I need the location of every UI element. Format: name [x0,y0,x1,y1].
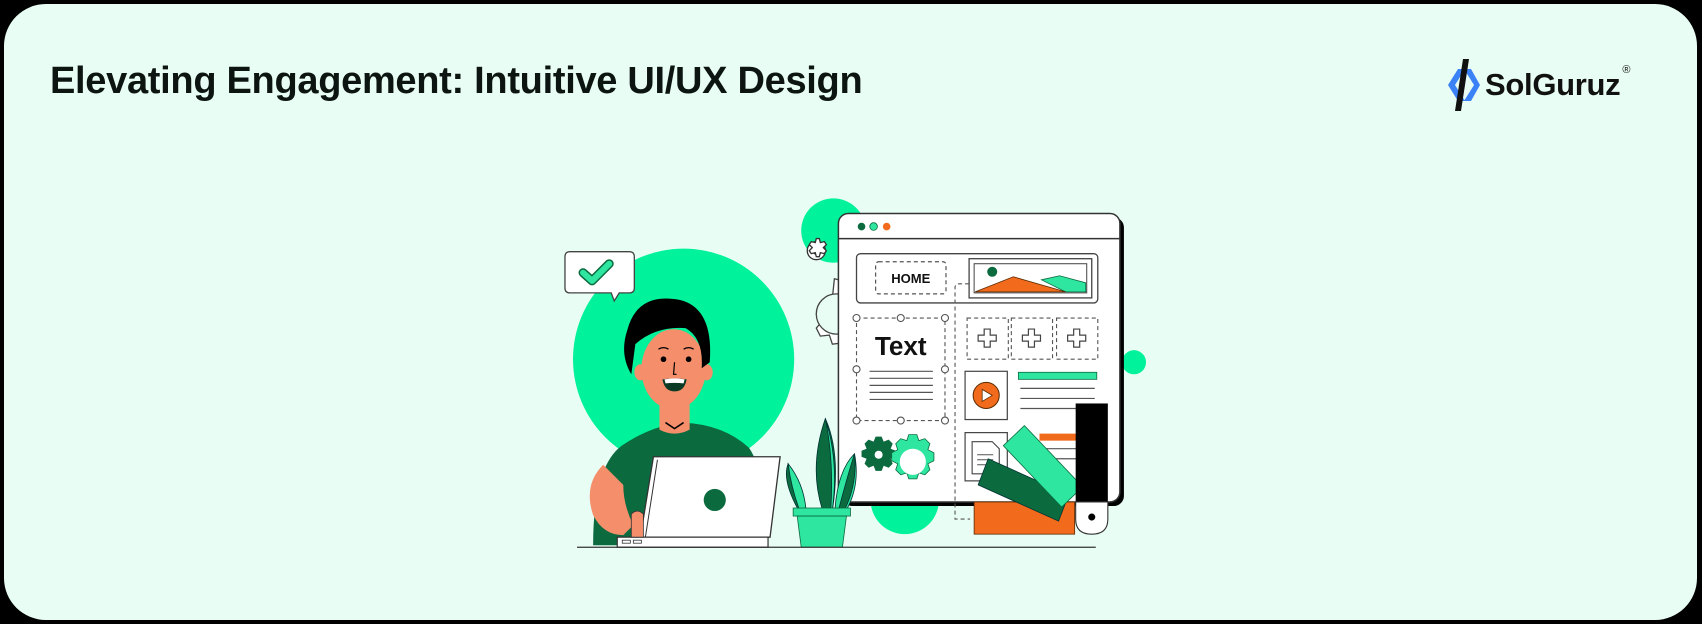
image-placeholder-icon [968,258,1093,299]
check-bubble-icon [564,251,635,303]
banner-title: Elevating Engagement: Intuitive UI/UX De… [50,60,863,102]
gear-icon [861,436,896,471]
laptop-icon [616,456,781,548]
gear-icon [806,237,828,261]
text-block-label: Text [875,331,927,361]
window-dot-mint [869,222,878,231]
hair [624,298,711,375]
brand-name: SolGuruz [1485,67,1621,102]
plus-icon [966,317,1099,360]
browser-wireframe: HOME Text [837,212,1124,520]
nav-home-label: HOME [891,271,930,286]
solguruz-logo: SolGuruz ® [1444,55,1630,115]
window-dot-orange [882,222,891,231]
mint-dot-right [1121,350,1147,375]
gear-icon [891,434,935,480]
uiux-illustration: HOME Text [564,198,1147,548]
registered-mark: ® [1622,64,1631,76]
color-swatch-icon [973,403,1109,535]
window-dot-dark [857,222,866,231]
plant-icon [785,417,857,548]
solguruz-chevron-logo-icon [1448,59,1480,111]
banner-card: Elevating Engagement: Intuitive UI/UX De… [4,4,1697,620]
